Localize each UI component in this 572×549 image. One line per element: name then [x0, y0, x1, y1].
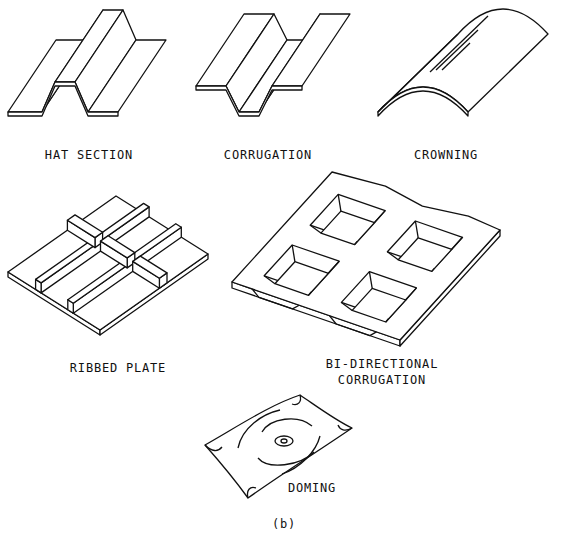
corrugation-figure — [272, 14, 350, 86]
dome-contour — [262, 419, 312, 432]
crowning-figure — [378, 9, 548, 112]
pocket-edge — [406, 288, 417, 300]
figure-letter: (b) — [254, 516, 314, 532]
figure-label: CORRUGATION — [183, 147, 353, 163]
pocket-edge — [264, 276, 275, 284]
crowning-figure — [378, 34, 458, 112]
figure-label: BI-DIRECTIONAL CORRUGATION — [312, 356, 452, 388]
pocket-edge — [432, 268, 435, 271]
pocket-floor — [352, 288, 406, 322]
pocket-edge — [310, 225, 321, 233]
hat-section-figure — [88, 40, 166, 112]
pocket-edge — [452, 237, 463, 249]
dome-contour — [282, 436, 320, 474]
pocket-edge — [338, 194, 341, 211]
curled-corner — [205, 445, 222, 451]
groove — [329, 316, 376, 336]
rib — [67, 215, 102, 238]
figure-label: HAT SECTION — [4, 147, 174, 163]
pocket-edge — [375, 211, 386, 223]
hat-section-figure — [8, 82, 118, 116]
crowning-shade — [442, 43, 470, 70]
pocket-floor — [275, 262, 329, 296]
pocket-edge — [387, 252, 398, 260]
pocket-edge — [341, 302, 352, 310]
pocket-edge — [355, 241, 358, 244]
figure-label: CROWNING — [361, 147, 531, 163]
dome-contour — [275, 436, 293, 446]
figure-label: RIBBED PLATE — [33, 360, 203, 376]
dome-contour — [281, 439, 287, 443]
rib — [133, 256, 167, 278]
curled-corner — [292, 395, 301, 405]
rib — [101, 236, 135, 258]
dome-contour — [238, 410, 280, 448]
pocket-edge — [369, 272, 372, 289]
pocket-floor — [321, 211, 375, 245]
pocket-edge — [309, 292, 312, 295]
pocket-edge — [329, 261, 340, 273]
bi-corrugation-figure — [232, 172, 500, 340]
pocket-floor — [398, 238, 452, 272]
curled-corner — [338, 425, 352, 430]
crowning-figure — [378, 87, 468, 116]
figure-label: DOMING — [267, 480, 357, 496]
curled-corner — [247, 487, 256, 498]
crowning-shade — [436, 30, 478, 70]
groove — [252, 289, 299, 309]
crowning-shade — [430, 16, 488, 72]
pocket-edge — [386, 319, 389, 322]
pocket-edge — [415, 221, 418, 238]
pocket-edge — [292, 245, 295, 262]
corrugation-figure — [196, 86, 302, 116]
ribbed-plate-figure — [8, 196, 208, 330]
